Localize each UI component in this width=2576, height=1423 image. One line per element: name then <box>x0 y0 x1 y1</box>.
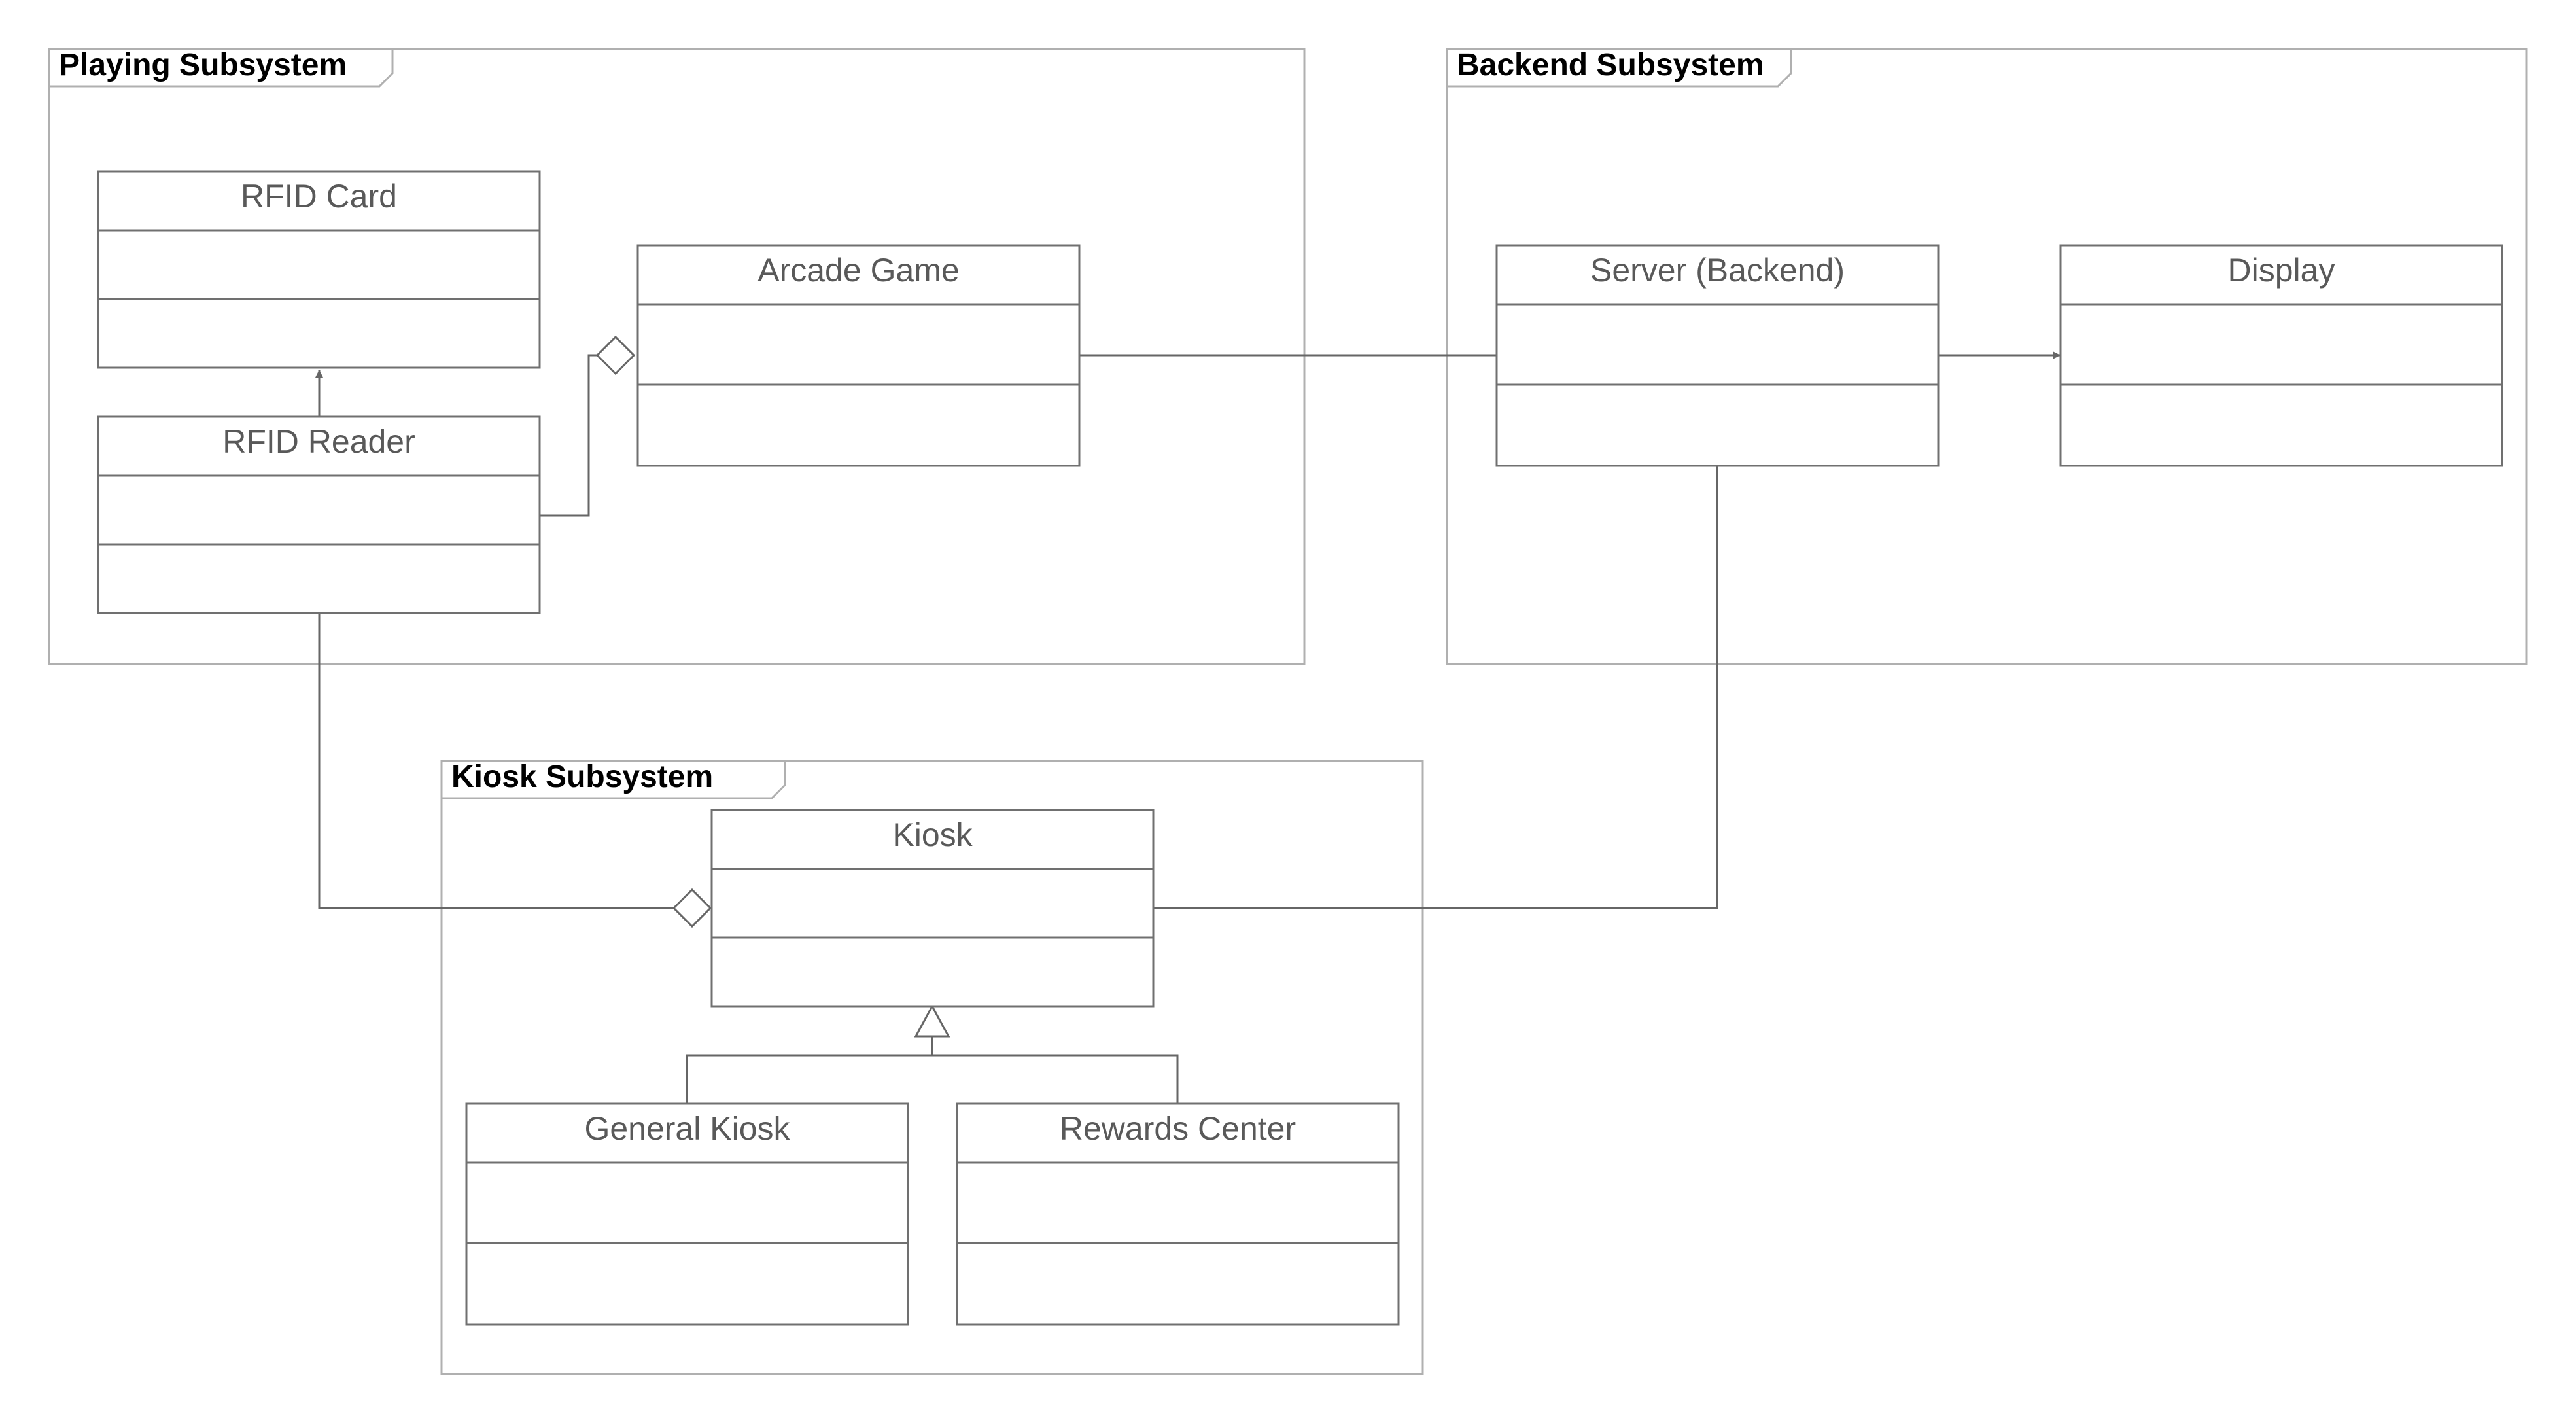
aggregation-diamond-icon <box>672 888 712 928</box>
backend-subsystem-title: Backend Subsystem <box>1457 48 1764 82</box>
class-name-server: Server (Backend) <box>1590 252 1845 289</box>
class-arcade-game[interactable]: Arcade Game <box>636 244 1081 467</box>
class-kiosk[interactable]: Kiosk <box>710 809 1155 1008</box>
kiosk-to-server-connector[interactable] <box>1153 466 1718 909</box>
class-rfid-card[interactable]: RFID Card <box>97 170 541 369</box>
kiosk-subsystem-frame[interactable]: Kiosk Subsystem <box>440 760 1424 1375</box>
class-name-kiosk: Kiosk <box>892 817 973 853</box>
class-rfid-reader[interactable]: RFID Reader <box>97 415 541 614</box>
class-name-rfid-card: RFID Card <box>241 178 397 215</box>
backend-subsystem-frame[interactable]: Backend Subsystem <box>1446 48 2528 665</box>
playing-subsystem-frame[interactable]: Playing Subsystem <box>48 48 1306 665</box>
kiosk-subsystem-title: Kiosk Subsystem <box>451 760 713 794</box>
generalization-triangle-icon <box>914 1004 950 1038</box>
class-name-rewards-center: Rewards Center <box>1060 1110 1296 1147</box>
class-server-backend[interactable]: Server (Backend) <box>1495 244 1940 467</box>
class-name-rfid-reader: RFID Reader <box>222 423 415 460</box>
class-name-display: Display <box>2228 252 2335 289</box>
generalization-branch[interactable] <box>686 1054 1179 1104</box>
class-name-arcade-game: Arcade Game <box>757 252 959 289</box>
aggregation-diamond-icon <box>595 335 636 376</box>
reader-to-kiosk-connector[interactable] <box>318 614 674 909</box>
class-rewards-center[interactable]: Rewards Center <box>956 1102 1400 1326</box>
class-display[interactable]: Display <box>2059 244 2503 467</box>
playing-subsystem-title: Playing Subsystem <box>59 48 347 82</box>
class-general-kiosk[interactable]: General Kiosk <box>465 1102 909 1326</box>
class-name-general-kiosk: General Kiosk <box>584 1110 790 1147</box>
reader-to-game-connector[interactable] <box>540 354 597 517</box>
